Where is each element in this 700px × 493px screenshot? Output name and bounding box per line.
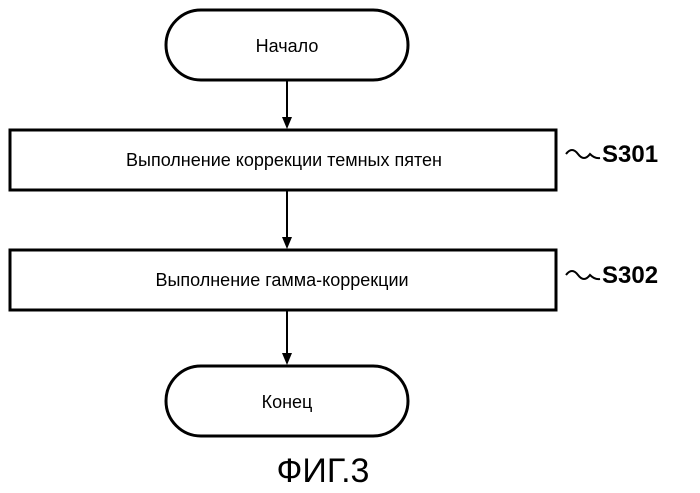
arrowhead xyxy=(282,353,292,365)
step-leader-s302 xyxy=(566,271,600,279)
start-label: Начало xyxy=(256,36,319,56)
connector-s301-to-s302 xyxy=(282,190,292,249)
process-step-s301: Выполнение коррекции темных пятен S301 xyxy=(10,130,658,190)
process-label-s301: Выполнение коррекции темных пятен xyxy=(126,150,442,170)
end-label: Конец xyxy=(262,392,313,412)
connector-s302-to-end xyxy=(282,310,292,365)
connector-start-to-s301 xyxy=(282,80,292,129)
arrowhead xyxy=(282,117,292,129)
process-step-s302: Выполнение гамма-коррекции S302 xyxy=(10,250,658,310)
step-id-s301: S301 xyxy=(602,141,658,168)
step-leader-s301 xyxy=(566,150,600,158)
arrowhead xyxy=(282,237,292,249)
end-node: Конец xyxy=(166,366,408,436)
start-node: Начало xyxy=(166,10,408,80)
figure-caption: ФИГ.3 xyxy=(277,452,370,490)
process-label-s302: Выполнение гамма-коррекции xyxy=(155,270,408,290)
step-id-s302: S302 xyxy=(602,262,658,289)
